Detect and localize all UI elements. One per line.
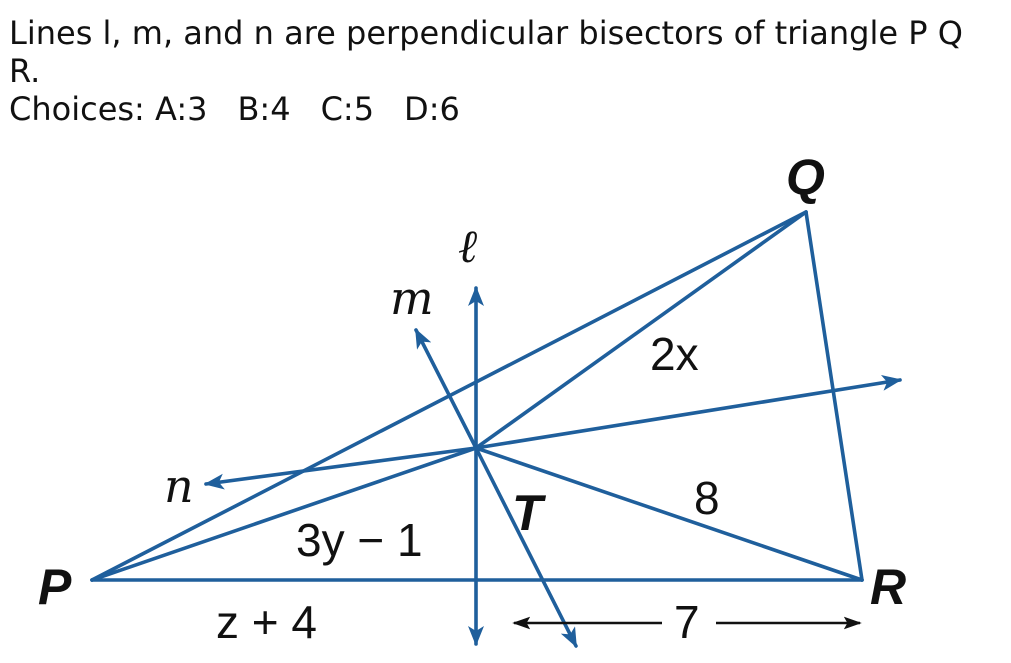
choice-c: C:5 bbox=[320, 90, 375, 128]
measure-qt: 2x bbox=[650, 328, 699, 380]
point-label-t: T bbox=[512, 485, 547, 541]
question-prompt: Lines l, m, and n are perpendicular bise… bbox=[9, 14, 963, 90]
segment-tq bbox=[474, 210, 808, 450]
line-label-m: m bbox=[390, 271, 434, 325]
line-label-n: n bbox=[164, 459, 194, 513]
vertex-label-r: R bbox=[870, 559, 906, 615]
diagram-lines bbox=[90, 210, 902, 648]
segment-tr bbox=[474, 446, 864, 582]
bisector-m-down bbox=[474, 446, 578, 648]
bisector-n-right bbox=[474, 374, 902, 450]
choices-prefix: Choices: bbox=[9, 90, 145, 128]
measure-r-half: 7 bbox=[674, 596, 700, 648]
vertex-label-p: P bbox=[38, 559, 72, 615]
bisector-m-up bbox=[414, 328, 478, 450]
question-text-block: Lines l, m, and n are perpendicular bise… bbox=[9, 14, 1004, 128]
bisector-n-left bbox=[204, 446, 478, 490]
line-label-l: ℓ bbox=[458, 219, 478, 273]
vertex-label-q: Q bbox=[786, 149, 825, 205]
choice-a: A:3 bbox=[155, 90, 208, 128]
choice-b: B:4 bbox=[237, 90, 291, 128]
side-qr bbox=[804, 210, 864, 582]
answer-choices: Choices: A:3 B:4 C:5 D:6 bbox=[9, 90, 1004, 128]
choice-d: D:6 bbox=[404, 90, 460, 128]
measure-p-half: z + 4 bbox=[216, 596, 317, 648]
measure-pt: 3y − 1 bbox=[296, 514, 423, 566]
measure-tr: 8 bbox=[694, 472, 720, 524]
segment-tp bbox=[90, 446, 478, 582]
